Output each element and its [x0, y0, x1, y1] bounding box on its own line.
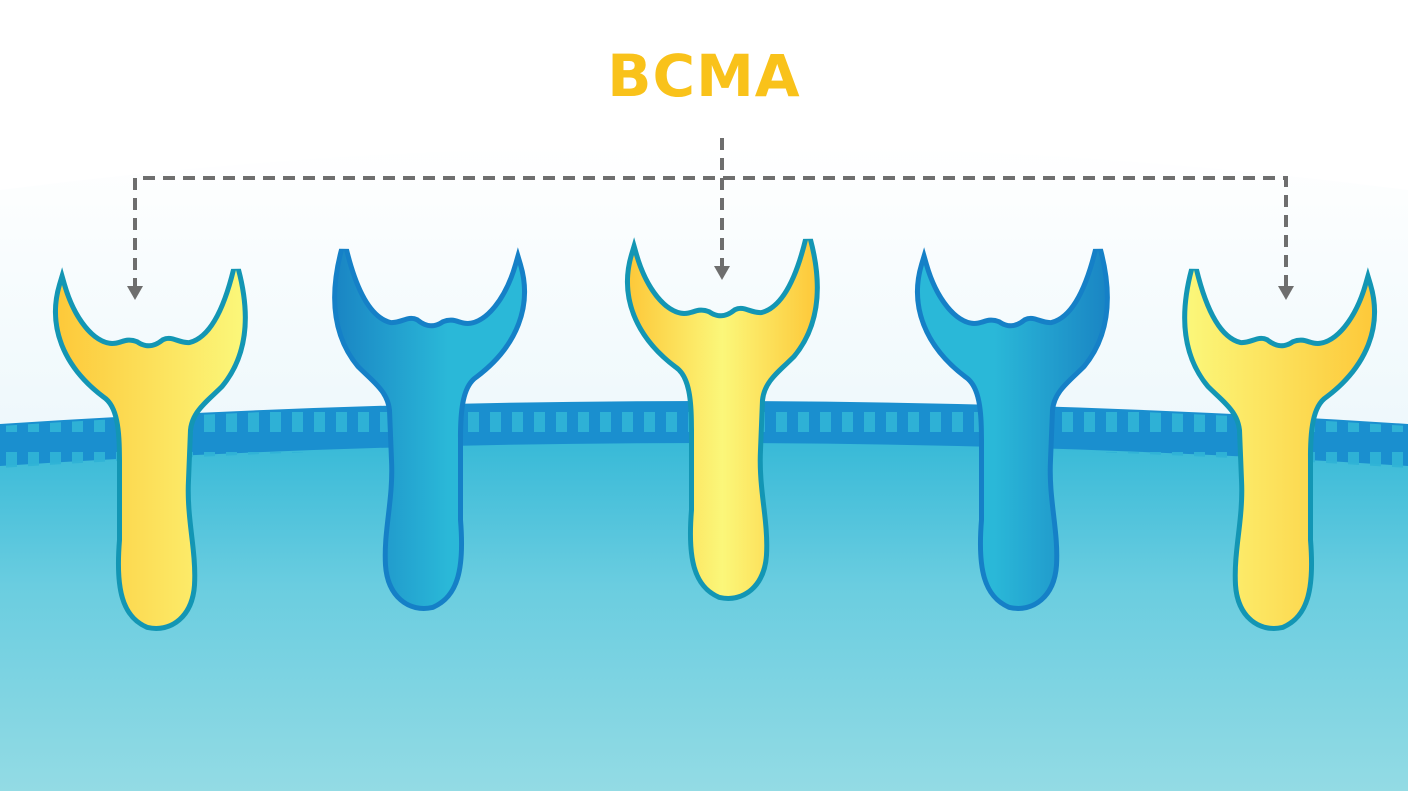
- cytoplasm: [0, 417, 1408, 791]
- arrowheads: [127, 266, 1294, 300]
- bcma-pointer-arrows: [133, 138, 1288, 290]
- arrowhead-1-icon: [127, 286, 143, 300]
- arrowhead-2-icon: [714, 266, 730, 280]
- arrowhead-3-icon: [1278, 286, 1294, 300]
- diagram-title: BCMA: [607, 42, 801, 110]
